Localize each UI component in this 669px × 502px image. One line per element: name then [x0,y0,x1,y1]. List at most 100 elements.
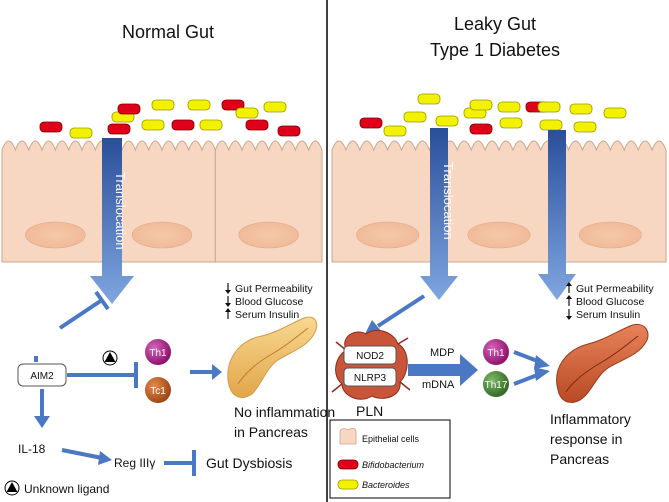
bifidobacterium-cell [107,123,131,135]
tc1-cell [145,377,171,403]
bacteroides-cell [403,111,427,123]
legend-epithelial-label: Epithelial cells [362,434,420,444]
right-second-translocation-arrow [538,130,576,300]
mdp-label: MDP [430,347,454,359]
right-outcome-line2: response in [550,431,622,447]
right-outcome-line3: Pancreas [550,451,609,467]
pln-label: PLN [356,403,383,419]
right-outcome-line1: Inflammatory [550,411,631,427]
nod2-label: NOD2 [356,351,384,362]
right-pancreas [556,324,649,403]
bifidobacterium-cell [171,119,195,131]
right-bacteria [359,93,627,137]
bacteroides-cell [499,117,523,129]
indicator-label: Serum Insulin [576,309,640,321]
indicator-arrow-head [566,282,572,286]
cell-nucleus [131,221,193,249]
indicator-arrow-head [225,290,231,294]
legend-epithelial-swatch [339,427,357,445]
bacteroides-cell [141,119,165,131]
bacteroides-cell [69,127,93,139]
indicator-label: Gut Permeability [576,283,654,295]
il18-label: IL-18 [18,442,46,456]
bacteroides-cell [187,99,211,111]
indicator-label: Gut Permeability [235,283,313,295]
unknown-ligand-symbol [102,350,118,366]
left-inhibit-bar [94,290,110,311]
right-translocation-arrow [420,128,458,300]
nod2-box [343,345,397,365]
mdna-label: mDNA [422,379,455,391]
th17-cell [483,371,509,397]
indicator-label: Blood Glucose [576,296,644,308]
cell-nucleus [578,221,642,249]
unknown-ligand-label: Unknown ligand [24,482,109,496]
right-translocation-label: Translocation [441,162,456,240]
legend-bifido-label: Bifidobacterium [362,460,425,470]
bifidobacterium-cell [117,103,141,115]
bacteroides-cell [151,99,175,111]
cell-nucleus [238,221,299,249]
indicator-arrow-head [566,295,572,299]
legend-bacteroides-label: Bacteroides [362,480,410,490]
indicator-label: Blood Glucose [235,296,303,308]
bacteroides-cell [235,107,259,119]
bacteroides-cell [569,103,593,115]
nlrp3-label: NLRP3 [354,373,387,384]
pln-to-tcells-arrow [408,354,478,386]
il18-to-reg-head [98,451,112,465]
right-title-line2: Type 1 Diabetes [430,40,560,60]
left-inhibit-line [58,298,104,330]
left-outcome-line1: No inflammation [234,404,335,420]
th1-to-pancreas-head [534,355,550,369]
indicator-label: Serum Insulin [235,309,299,321]
right-th1-label: Th1 [487,348,505,359]
cell-nucleus [467,221,531,249]
left-pancreas [227,316,318,398]
bifidobacterium-cell [39,121,63,133]
pln-node [331,329,411,400]
left-translocation-arrow [90,138,134,304]
left-bacteria [39,99,301,139]
right-pancreas-duct [565,335,639,393]
bacteroides-cell [469,99,493,111]
left-to-pancreas-head [212,364,222,380]
right-th1-cell [483,339,509,365]
indicator-arrow-head [225,308,231,312]
bacteroides-cell [263,101,287,113]
aim2-box [17,363,67,387]
right-title-line1: Leaky Gut [454,14,536,34]
legend-bacteroides-swatch [337,479,359,490]
tc1-label: Tc1 [150,386,166,397]
gut-dysbiosis-label: Gut Dysbiosis [206,455,292,471]
bacteroides-cell [573,121,597,133]
bacteroides-cell [539,119,563,131]
bifidobacterium-cell [359,117,383,129]
unknown-ligand-legend-symbol [4,480,20,496]
left-translocation-label: Translocation [113,172,128,250]
left-title: Normal Gut [122,22,214,42]
legend-bifido-swatch [337,459,359,470]
left-epithelium [1,140,323,263]
aim2-to-il18-head [34,416,50,428]
cell-nucleus [356,221,420,249]
cell-nucleus [25,221,86,249]
right-to-pln-line [376,294,426,328]
il18-to-reg-line [61,448,103,460]
bacteroides-cell [417,93,441,105]
bifidobacterium-cell [221,99,245,111]
bacteroides-cell [497,101,521,113]
bacteroides-cell [199,119,223,131]
right-epithelium [331,140,667,263]
bifidobacterium-cell [469,123,493,135]
left-outcome-line2: in Pancreas [234,424,308,440]
bacteroides-cell [537,101,561,113]
bacteroides-cell [603,107,627,119]
nlrp3-box [343,367,397,387]
reg-label: Reg IIIγ [114,456,155,470]
bacteroides-cell [435,115,459,127]
